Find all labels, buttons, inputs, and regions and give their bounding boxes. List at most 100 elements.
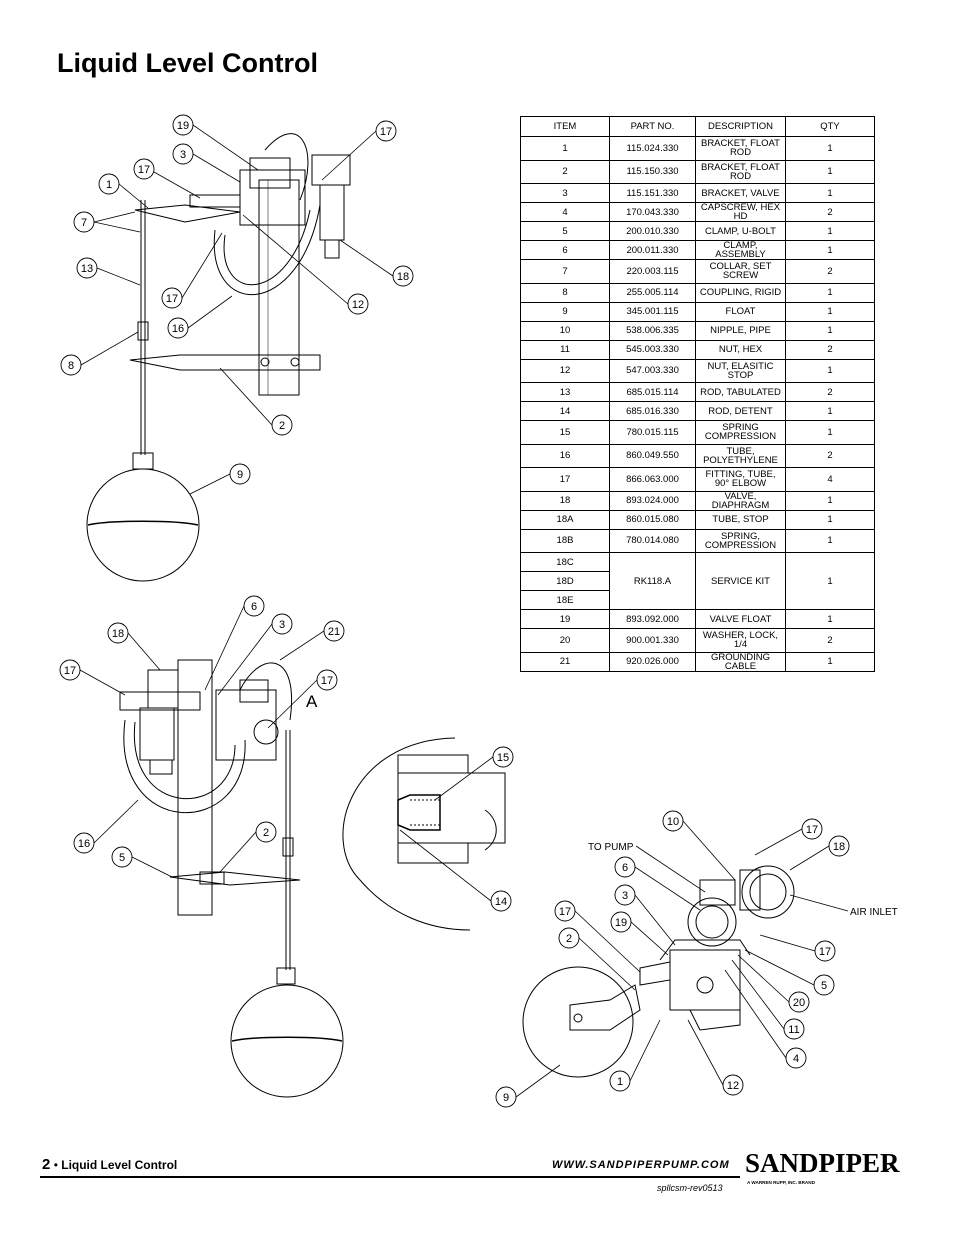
- cell-item: 15: [520, 420, 610, 445]
- callout-11: 11: [783, 1018, 805, 1040]
- callout-number: 16: [78, 838, 90, 850]
- cell-part: 866.063.000: [609, 467, 696, 492]
- cell-qty: 1: [785, 136, 875, 161]
- page-title: Liquid Level Control: [57, 48, 318, 78]
- cell-part: 780.014.080: [609, 528, 696, 553]
- callout-18: 18: [392, 265, 414, 287]
- cell-qty: 1: [785, 183, 875, 203]
- cell-part: 538.006.335: [609, 320, 696, 341]
- cell-item: 12: [520, 358, 610, 383]
- callout-number: 18: [397, 271, 409, 283]
- cell-part: 220.003.115: [609, 259, 696, 284]
- cell-desc: GROUNDING CABLE: [695, 651, 786, 672]
- cell-part: 545.003.330: [609, 339, 696, 360]
- callout-10: 10: [662, 810, 684, 832]
- cell-desc: TUBE, STOP: [695, 509, 786, 530]
- callout-number: 2: [566, 933, 572, 945]
- callout-1: 1: [98, 173, 120, 195]
- callout-number: 1: [617, 1076, 623, 1088]
- cell-item: 18: [520, 490, 610, 511]
- callout-12: 12: [347, 293, 369, 315]
- col-qty-header: QTY: [785, 116, 875, 137]
- leader-lines: [79, 124, 849, 1098]
- cell-desc: COUPLING, RIGID: [695, 282, 786, 303]
- col-part-header: PART NO.: [609, 116, 696, 137]
- col-description-header: DESCRIPTION: [695, 116, 786, 137]
- callout-number: 17: [166, 293, 178, 305]
- logo-wordmark: SANDPIPER: [745, 1148, 900, 1178]
- callout-2: 2: [558, 927, 580, 949]
- cell-qty: 1: [785, 320, 875, 341]
- callout-17: 17: [316, 669, 338, 691]
- cell-desc: BRACKET, FLOAT ROD: [695, 136, 786, 161]
- callout-number: 9: [503, 1092, 509, 1104]
- callout-21: 21: [323, 620, 345, 642]
- footer-divider: [40, 1176, 740, 1178]
- cell-desc: CLAMP, ASSEMBLY: [695, 240, 786, 260]
- cell-qty: 1: [785, 609, 875, 629]
- cell-item: 4: [520, 202, 610, 222]
- cell-desc: SPRING COMPRESSION: [695, 420, 786, 445]
- cell-desc: NIPPLE, PIPE: [695, 320, 786, 341]
- cell-qty: 1: [785, 420, 875, 445]
- cell-item: 8: [520, 282, 610, 303]
- cell-desc: ROD, TABULATED: [695, 382, 786, 402]
- callout-number: 17: [380, 126, 392, 138]
- cell-qty: 1: [785, 221, 875, 241]
- cell-part: RK118.A: [609, 552, 696, 610]
- detail-a-label: A: [306, 692, 318, 711]
- logo-subtitle: A WARREN RUPP, INC. BRAND: [747, 1180, 815, 1185]
- cell-desc: TUBE, POLYETHYLENE: [695, 443, 786, 468]
- cell-desc: WASHER, LOCK, 1/4: [695, 628, 786, 653]
- col-item-header: ITEM: [520, 116, 610, 137]
- cell-qty: 2: [785, 202, 875, 222]
- callout-number: 18: [833, 841, 845, 853]
- cell-desc: CLAMP, U-BOLT: [695, 221, 786, 241]
- cell-qty: 2: [785, 443, 875, 468]
- callout-9: 9: [495, 1086, 517, 1108]
- cell-part: 860.049.550: [609, 443, 696, 468]
- detail-a-view: [342, 737, 506, 931]
- cell-item: 18D: [520, 571, 610, 591]
- callout-14: 14: [490, 890, 512, 912]
- cell-desc: CAPSCREW, HEX HD: [695, 202, 786, 222]
- callout-7: 7: [73, 211, 95, 233]
- callout-5: 5: [111, 846, 133, 868]
- callout-number: 10: [667, 816, 679, 828]
- callout-number: 17: [321, 675, 333, 687]
- callout-13: 13: [76, 257, 98, 279]
- cell-desc: BRACKET, VALVE: [695, 183, 786, 203]
- cell-qty: 1: [785, 159, 875, 184]
- cell-part: 893.024.000: [609, 490, 696, 511]
- callout-number: 18: [112, 628, 124, 640]
- logo-swoosh-icon: [883, 1152, 896, 1172]
- cell-item: 18A: [520, 509, 610, 530]
- footer-bullet: •: [53, 1158, 58, 1172]
- website-link[interactable]: WWW.SANDPIPERPUMP.COM: [552, 1159, 730, 1171]
- table-header-row: ITEM PART NO. DESCRIPTION QTY: [520, 116, 875, 137]
- callout-number: 19: [615, 917, 627, 929]
- footer-section: Liquid Level Control: [61, 1158, 178, 1172]
- cell-desc: ROD, DETENT: [695, 401, 786, 421]
- cell-part: 685.015.114: [609, 382, 696, 402]
- callout-number: 17: [559, 906, 571, 918]
- callout-18: 18: [828, 835, 850, 857]
- callout-number: 7: [81, 217, 87, 229]
- cell-qty: 1: [785, 490, 875, 511]
- cell-part: 115.151.330: [609, 183, 696, 203]
- callout-20: 20: [788, 991, 810, 1013]
- callout-number: 14: [495, 896, 507, 908]
- cell-part: 920.026.000: [609, 651, 696, 672]
- cell-qty: 1: [785, 509, 875, 530]
